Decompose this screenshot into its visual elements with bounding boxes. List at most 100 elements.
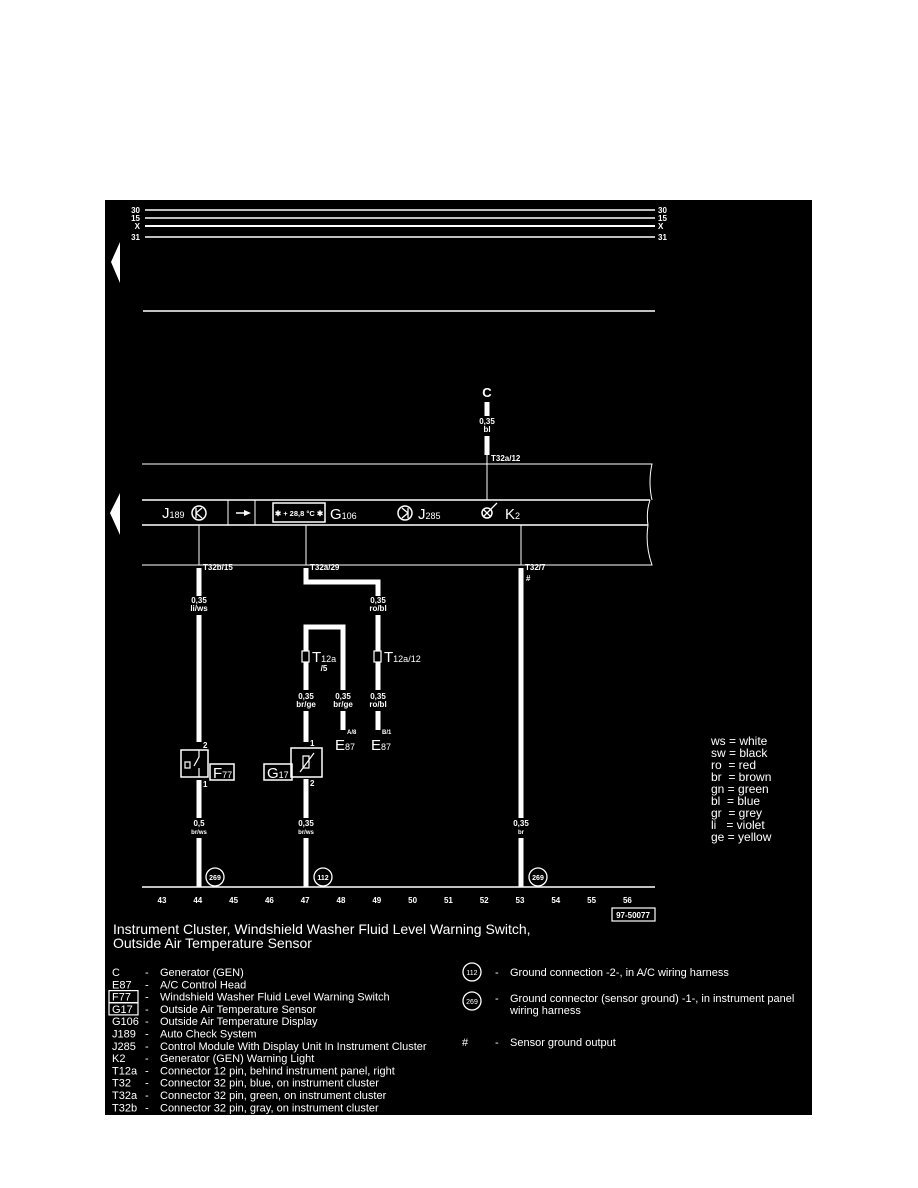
connector-label: T32/7 (525, 563, 546, 572)
j189-label: J189 (162, 505, 185, 522)
transistor-icon (397, 505, 413, 521)
wire-size: 0,35 (298, 692, 314, 701)
ground-key: 112 (466, 970, 477, 977)
legend-dash: - (145, 1004, 149, 1016)
wire-53: T32/7 # 0,35 br 269 (513, 563, 548, 887)
diagram-panel (105, 200, 812, 1115)
wire-color: li/ws (190, 604, 208, 613)
position-number: 53 (516, 896, 525, 905)
ground-key: # (462, 1037, 469, 1049)
bus-label-31-right: 31 (658, 233, 667, 242)
position-number: 56 (623, 896, 632, 905)
bus-label-30-right: 30 (658, 206, 667, 215)
ground-112-icon (313, 867, 333, 887)
legend-key: T12a (112, 1065, 138, 1077)
f77-label: F77 (213, 765, 232, 782)
position-number: 50 (408, 896, 417, 905)
bus-label-30: 30 (131, 206, 140, 215)
legend-dash: - (495, 993, 499, 1005)
color-code: bl = blue (711, 794, 760, 808)
wire-size: 0,35 (298, 819, 314, 828)
position-number: 46 (265, 896, 274, 905)
pin-label: B/1 (382, 730, 392, 736)
legend-key-box (108, 1002, 139, 1016)
wire-color: ro/bl (369, 604, 386, 613)
diagram-title-line1: Instrument Cluster, Windshield Washer Fl… (113, 921, 531, 937)
legend-key: G106 (112, 1016, 139, 1028)
legend-key: F77 (112, 992, 131, 1004)
legend-desc: Connector 32 pin, gray, on instrument cl… (160, 1102, 379, 1114)
connector-label: T32a/12 (491, 454, 521, 463)
legend-desc: Auto Check System (160, 1029, 257, 1041)
transistor-icon (191, 505, 207, 521)
e87-label: E87 (335, 737, 355, 754)
legend-desc: Generator (GEN) Warning Light (160, 1053, 314, 1065)
color-code: gn = green (711, 782, 769, 796)
ground-key: 269 (466, 999, 478, 1006)
sensor-ground-mark: # (526, 574, 531, 583)
legend-dash: - (145, 1029, 149, 1041)
bus-label-31: 31 (131, 233, 140, 242)
wire-size: 0,5 (193, 819, 205, 828)
position-number: 49 (372, 896, 381, 905)
color-code: br = brown (711, 770, 771, 784)
color-code: ro = red (711, 758, 756, 772)
ground-desc: wiring harness (509, 1005, 581, 1017)
legend-dash: - (495, 1037, 499, 1049)
legend-dash: - (145, 1041, 149, 1053)
ground-desc: Ground connection -2-, in A/C wiring har… (510, 967, 729, 979)
generator-label: C (482, 385, 492, 400)
color-code: gr = grey (711, 806, 762, 820)
legend-key: C (112, 967, 120, 979)
position-number: 54 (551, 896, 560, 905)
legend-desc: Windshield Washer Fluid Level Warning Sw… (160, 992, 390, 1004)
continuation-arrow-icon (110, 493, 120, 535)
wire-color: br/ge (333, 700, 353, 709)
g17-label: G17 (267, 765, 289, 782)
legend-dash: - (145, 967, 149, 979)
ground-269-icon (462, 991, 482, 1011)
t12a-5-label: T12a (312, 649, 336, 666)
wire-size: 0,35 (513, 819, 529, 828)
wire-size: 0,35 (370, 596, 386, 605)
pin-label: A/8 (347, 730, 357, 736)
legend-dash: - (145, 1102, 149, 1114)
legend-key: G17 (112, 1004, 133, 1016)
wire-color: ro/bl (369, 700, 386, 709)
color-code: li = violet (711, 818, 765, 832)
ground-desc: Ground connector (sensor ground) -1-, in… (510, 993, 794, 1005)
legend-desc: Outside Air Temperature Sensor (160, 1004, 317, 1016)
ground-269-icon (528, 867, 548, 887)
bus-label-15-right: 15 (658, 214, 667, 223)
ground-112-icon (462, 962, 482, 982)
t12a-12-label: T12a/12 (384, 649, 421, 666)
legend-key: T32b (112, 1102, 137, 1114)
wire-size: 0,35 (335, 692, 351, 701)
wire-color: br/ws (298, 830, 314, 836)
g106-label: G106 (330, 506, 357, 523)
continuation-arrow-icon (111, 242, 120, 283)
ground-label: 269 (209, 875, 221, 882)
legend-dash: - (145, 1065, 149, 1077)
position-number: 47 (301, 896, 310, 905)
position-number: 55 (587, 896, 596, 905)
position-number: 51 (444, 896, 453, 905)
color-code: sw = black (711, 746, 768, 760)
ground-desc: Sensor ground output (510, 1037, 616, 1049)
temperature-sensor-icon (290, 747, 323, 778)
temperature-display-box (272, 502, 326, 523)
ground-legend: 112 - Ground connection -2-, in A/C wiri… (462, 962, 794, 1049)
component-legend: C-Generator (GEN)E87-A/C Control HeadF77… (108, 967, 427, 1114)
legend-key: E87 (112, 979, 132, 991)
bus-label-15: 15 (131, 214, 140, 223)
temperature-display-value: ✱ + 28,8 °C ✱ (275, 509, 324, 518)
legend-desc: Connector 32 pin, green, on instrument c… (160, 1090, 387, 1102)
e87-label: E87 (371, 737, 391, 754)
legend-key: K2 (112, 1053, 125, 1065)
legend-desc: Connector 32 pin, blue, on instrument cl… (160, 1078, 379, 1090)
k2-label: K2 (505, 506, 520, 523)
position-number: 43 (158, 896, 167, 905)
legend-key: J285 (112, 1041, 136, 1053)
